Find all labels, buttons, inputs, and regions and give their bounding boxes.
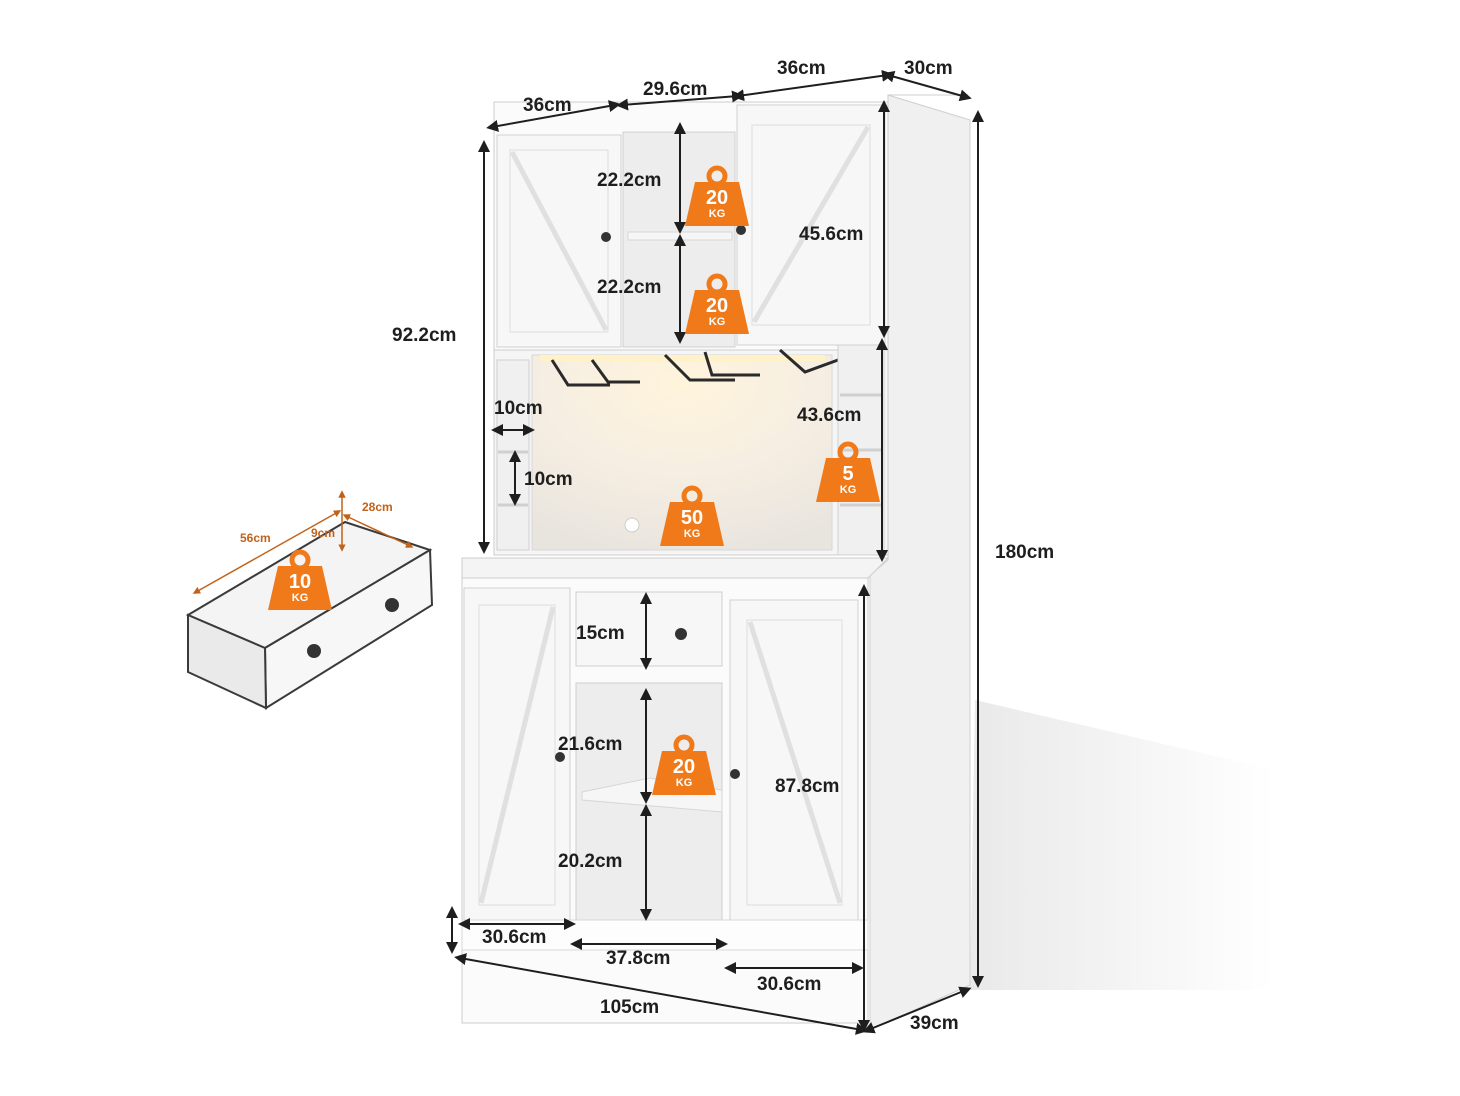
drawer-height-label: 15cm — [576, 623, 625, 644]
upper-left-width-label: 36cm — [523, 95, 572, 116]
lower-right-door — [729, 599, 859, 921]
upper-left-width-arrow — [486, 100, 621, 132]
weight-icon — [268, 549, 332, 610]
weight-icon — [685, 165, 749, 226]
weight-badge-drawer: 10 KG — [266, 548, 334, 610]
glass-holder-rack — [550, 348, 839, 387]
upper-cabinet-height-label: 45.6cm — [799, 224, 864, 245]
lower-shelf-bottom-label: 20.2cm — [558, 851, 623, 872]
weight-icon — [652, 734, 716, 795]
weight-icon — [685, 273, 749, 334]
left-wine-cubbies — [496, 359, 530, 551]
total-depth-label: 39cm — [910, 1013, 959, 1034]
drawer-length-arrow — [192, 510, 342, 594]
floor-shadow — [970, 700, 1275, 990]
lower-left-width-label: 30.6cm — [482, 927, 547, 948]
upper-middle-width-arrow — [616, 90, 744, 111]
upper-depth-label: 30cm — [904, 58, 953, 79]
upper-shelf-top-label: 22.2cm — [597, 170, 662, 191]
weight-badge-upper-shelf-2: 20 KG — [683, 272, 751, 334]
total-depth-arrow — [862, 986, 972, 1034]
weight-badge-counter: 50 KG — [658, 484, 726, 546]
total-width-arrow — [454, 953, 868, 1035]
drawer-width-arrow — [342, 514, 414, 548]
wine-slot-width-label: 10cm — [494, 398, 543, 419]
weight-icon — [816, 441, 880, 502]
upper-right-width-arrow — [732, 69, 894, 102]
weight-badge-side-cubby: 5 KG — [814, 440, 882, 502]
total-height-label: 180cm — [995, 542, 1055, 563]
drawer-width-label: 28cm — [362, 500, 393, 514]
upper-shelf-bottom-label: 22.2cm — [597, 277, 662, 298]
wine-slot-height-label: 10cm — [524, 469, 573, 490]
lower-right-width-label: 30.6cm — [757, 974, 822, 995]
hutch-height-label: 92.2cm — [392, 325, 457, 346]
lower-shelf-top-label: 21.6cm — [558, 734, 623, 755]
drawer-height-detail-label: 9cm — [311, 526, 336, 540]
drawer-length-label: 56cm — [240, 531, 271, 545]
lower-cabinet-height-label: 87.8cm — [775, 776, 840, 797]
weight-badge-upper-shelf-1: 20 KG — [683, 164, 751, 226]
lower-middle-width-label: 37.8cm — [606, 948, 671, 969]
weight-badge-lower-shelf: 20 KG — [650, 733, 718, 795]
upper-depth-arrow — [882, 70, 972, 102]
total-width-label: 105cm — [600, 997, 660, 1018]
upper-right-width-label: 36cm — [777, 58, 826, 79]
upper-middle-width-label: 29.6cm — [643, 79, 708, 100]
weight-icon — [660, 485, 724, 546]
right-cubby-height-label: 43.6cm — [797, 405, 862, 426]
counter-top — [461, 557, 890, 579]
